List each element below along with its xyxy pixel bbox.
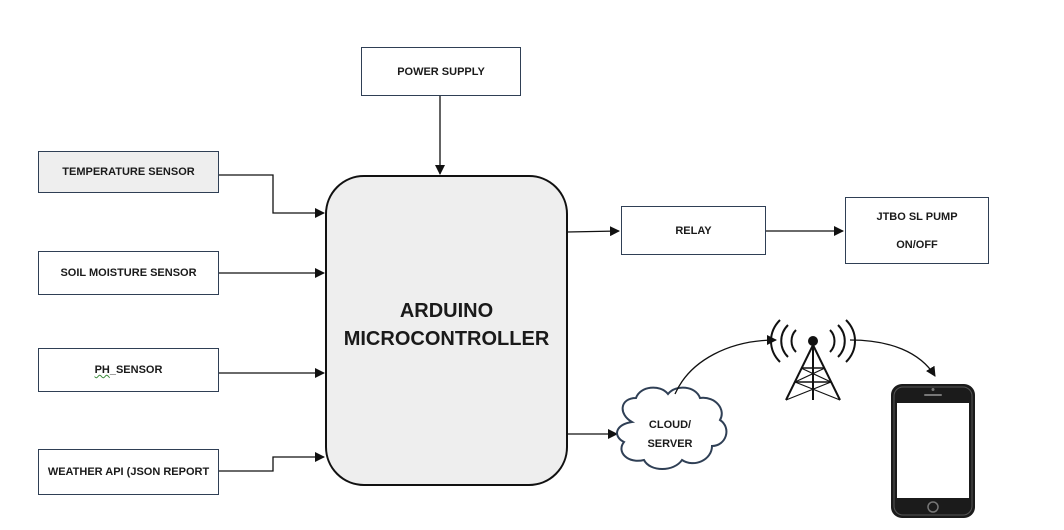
ph-sensor-prefix: PH	[94, 364, 110, 376]
smartphone-icon	[891, 384, 975, 518]
cloud-shape	[616, 386, 728, 470]
weather-arrow	[219, 452, 325, 472]
weather-api-box: WEATHER API (JSON REPORT	[38, 449, 219, 495]
temperature-arrow	[219, 174, 325, 218]
soil-moisture-sensor-box: SOIL MOISTURE SENSOR	[38, 251, 219, 295]
ph-sensor-box: PH_SENSOR	[38, 348, 219, 392]
cloud-label-line1: CLOUD/	[648, 419, 692, 431]
cloud-server-label: CLOUD/ SERVER	[628, 416, 712, 454]
weather-api-label: WEATHER API (JSON REPORT	[47, 466, 210, 478]
temperature-sensor-box: TEMPERATURE SENSOR	[38, 151, 219, 193]
cell-tower-icon	[770, 319, 856, 401]
arduino-label-line2: MICROCONTROLLER	[343, 328, 550, 350]
ph-sensor-suffix: _SENSOR	[109, 364, 163, 376]
relay-label: RELAY	[675, 224, 712, 237]
relay-arrow	[566, 226, 620, 237]
power-supply-label: POWER SUPPLY	[397, 65, 485, 78]
pump-label-line2: ON/OFF	[896, 238, 938, 251]
pump-label-line1: JTBO SL PUMP	[876, 210, 958, 223]
arduino-label-line1: ARDUINO	[399, 300, 494, 322]
temperature-sensor-label: TEMPERATURE SENSOR	[62, 166, 195, 178]
soil-moisture-sensor-label: SOIL MOISTURE SENSOR	[60, 267, 197, 279]
arduino-box	[325, 175, 568, 486]
pump-box: JTBO SL PUMP ON/OFF	[845, 197, 989, 264]
ph-sensor-label: PH_SENSOR	[95, 364, 163, 376]
power-supply-box: POWER SUPPLY	[361, 47, 521, 96]
arduino-microcontroller-label: ARDUINO MICROCONTROLLER	[326, 297, 567, 353]
cloud-label-line2: SERVER	[647, 438, 693, 450]
relay-box: RELAY	[621, 206, 766, 255]
cloud-to-tower-arrow	[674, 335, 777, 395]
tower-to-phone-arrow	[849, 339, 936, 377]
